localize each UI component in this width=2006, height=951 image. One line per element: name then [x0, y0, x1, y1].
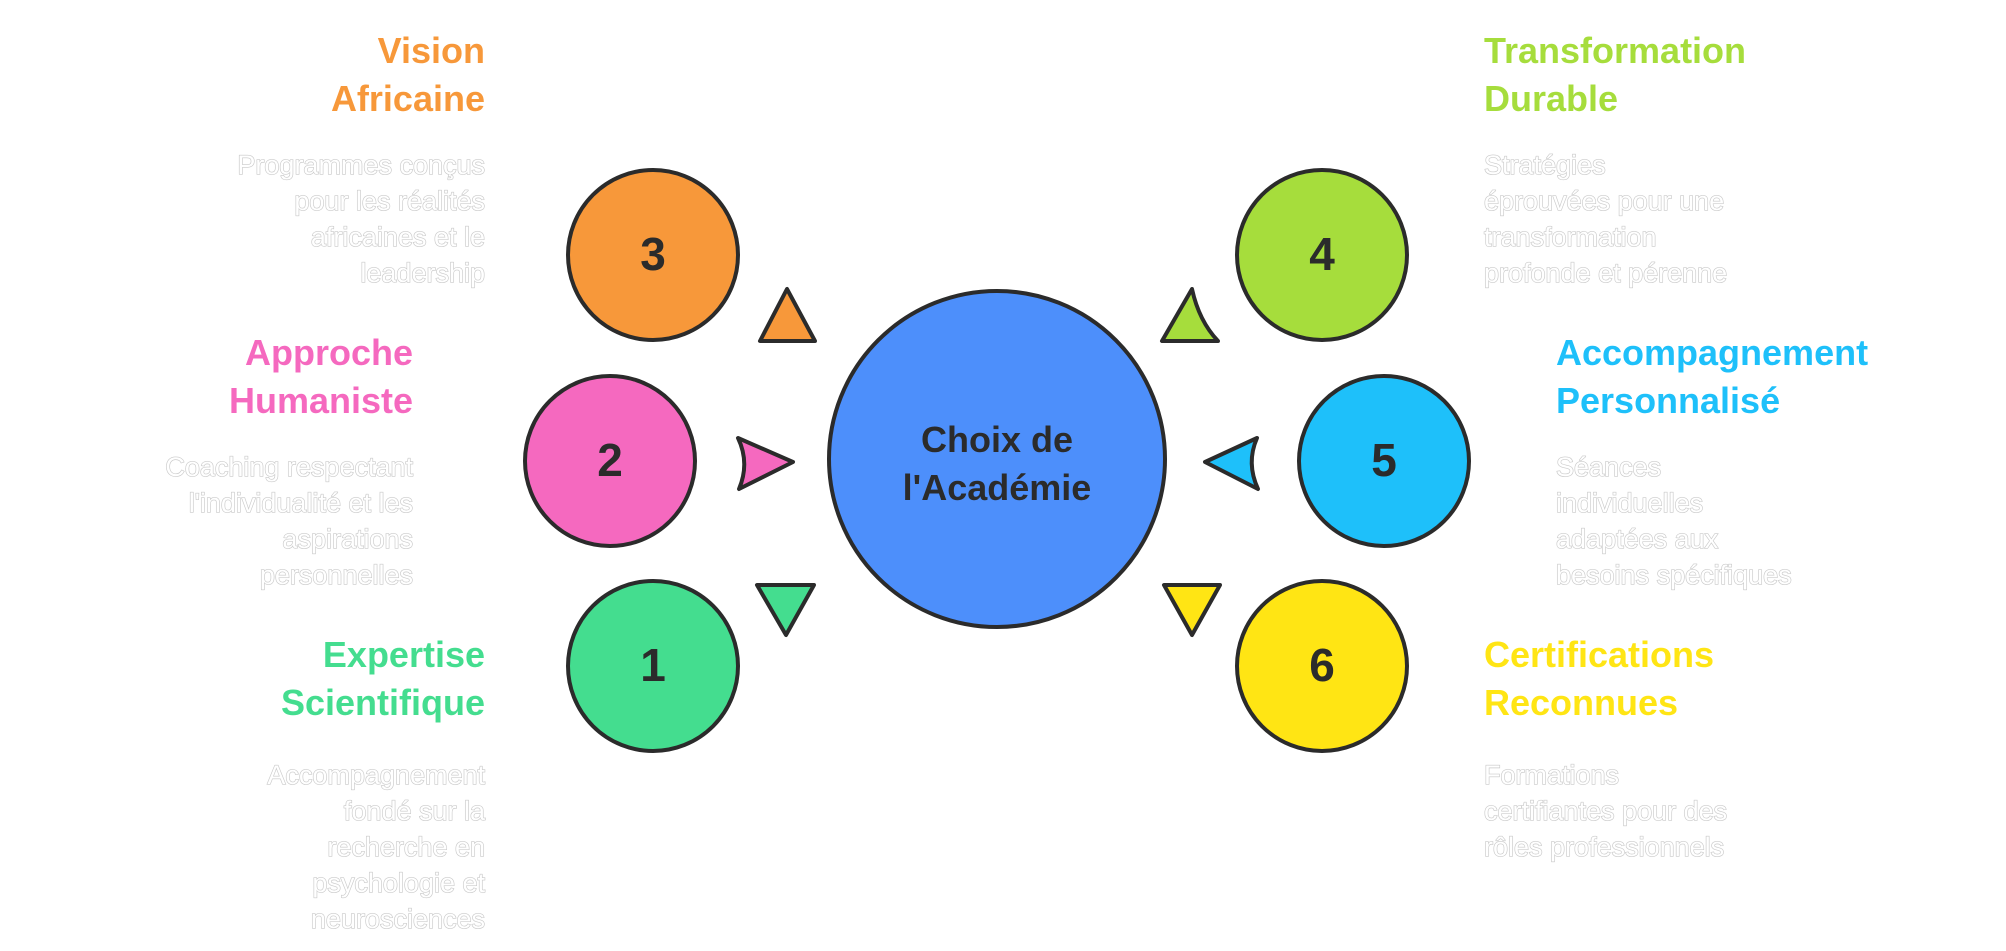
title-line: Personnalisé [1556, 380, 1781, 421]
desc-line: besoins spécifiques [1555, 559, 1792, 590]
step-number-2: 2 [597, 434, 623, 486]
desc-line: leadership [360, 257, 486, 288]
step-node-4: 4 [1235, 168, 1409, 342]
step-number-6: 6 [1309, 639, 1335, 691]
step-node-6: 6 [1235, 579, 1409, 753]
center-label-line1: Choix de [921, 419, 1073, 460]
title-line: Durable [1484, 78, 1619, 119]
desc-line: adaptées aux [1555, 523, 1719, 554]
title-certifications-reconnues: Certifications Reconnues [1484, 631, 1714, 727]
desc-line: rôles professionnels [1483, 831, 1725, 862]
desc-transformation-durable: Stratégies éprouvées pour une transforma… [1483, 147, 1728, 291]
pointer-6 [1162, 583, 1222, 637]
title-line: Reconnues [1484, 682, 1679, 723]
title-line: Accompagnement [1556, 332, 1869, 373]
desc-certifications-reconnues: Formations certifiantes pour des rôles p… [1483, 757, 1728, 865]
desc-approche-humaniste: Coaching respectant l'individualité et l… [165, 449, 414, 593]
desc-line: transformation [1483, 221, 1657, 252]
step-number-3: 3 [640, 228, 666, 280]
desc-line: aspirations [282, 523, 414, 554]
title-line: Vision [377, 30, 485, 71]
desc-line: neurosciences [310, 903, 485, 934]
desc-line: psychologie et [312, 867, 486, 898]
title-expertise-scientifique: Expertise Scientifique [281, 631, 485, 727]
step-node-1: 1 [566, 579, 740, 753]
pointer-2 [736, 436, 795, 491]
title-accompagnement-personnalise: Accompagnement Personnalisé [1556, 329, 1868, 425]
desc-line: pour les réalités [294, 185, 486, 216]
step-number-5: 5 [1371, 434, 1397, 486]
step-node-5: 5 [1297, 374, 1471, 548]
title-line: Scientifique [280, 682, 485, 723]
title-line: Transformation [1484, 30, 1747, 71]
center-label-line2: l'Académie [903, 467, 1092, 508]
desc-line: recherche en [327, 831, 486, 862]
desc-line: certifiantes pour des [1483, 795, 1728, 826]
title-line: Certifications [1484, 634, 1715, 675]
desc-line: éprouvées pour une [1483, 185, 1725, 216]
desc-line: l'individualité et les [188, 487, 414, 518]
desc-line: Stratégies [1483, 149, 1606, 180]
desc-line: Formations [1483, 759, 1620, 790]
pointer-5 [1203, 436, 1260, 491]
desc-line: profonde et pérenne [1483, 257, 1728, 288]
title-transformation-durable: Transformation Durable [1484, 27, 1746, 123]
title-vision-africaine: Vision Africaine [331, 27, 485, 123]
center-circle [827, 289, 1167, 629]
pointer-1 [755, 583, 816, 637]
title-line: Africaine [330, 78, 485, 119]
step-number-1: 1 [640, 639, 666, 691]
step-node-2: 2 [523, 374, 697, 548]
pointer-4 [1160, 287, 1220, 343]
title-approche-humaniste: Approche Humaniste [229, 329, 413, 425]
step-node-3: 3 [566, 168, 740, 342]
title-line: Approche [244, 332, 413, 373]
desc-line: fondé sur la [343, 795, 485, 826]
desc-line: Accompagnement [267, 759, 486, 790]
desc-line: individuelles [1555, 487, 1704, 518]
desc-expertise-scientifique: Accompagnement fondé sur la recherche en… [267, 757, 486, 937]
title-line: Expertise [322, 634, 485, 675]
desc-line: Programmes conçus [237, 149, 486, 180]
desc-vision-africaine: Programmes conçus pour les réalités afri… [237, 147, 486, 291]
desc-line: Séances [1555, 451, 1662, 482]
title-line: Humaniste [228, 380, 413, 421]
desc-line: africaines et le [310, 221, 485, 252]
desc-line: Coaching respectant [165, 451, 414, 482]
step-number-4: 4 [1309, 228, 1335, 280]
pointer-3 [758, 287, 817, 343]
desc-accompagnement-personnalise: Séances individuelles adaptées aux besoi… [1555, 449, 1792, 593]
desc-line: personnelles [259, 559, 413, 590]
